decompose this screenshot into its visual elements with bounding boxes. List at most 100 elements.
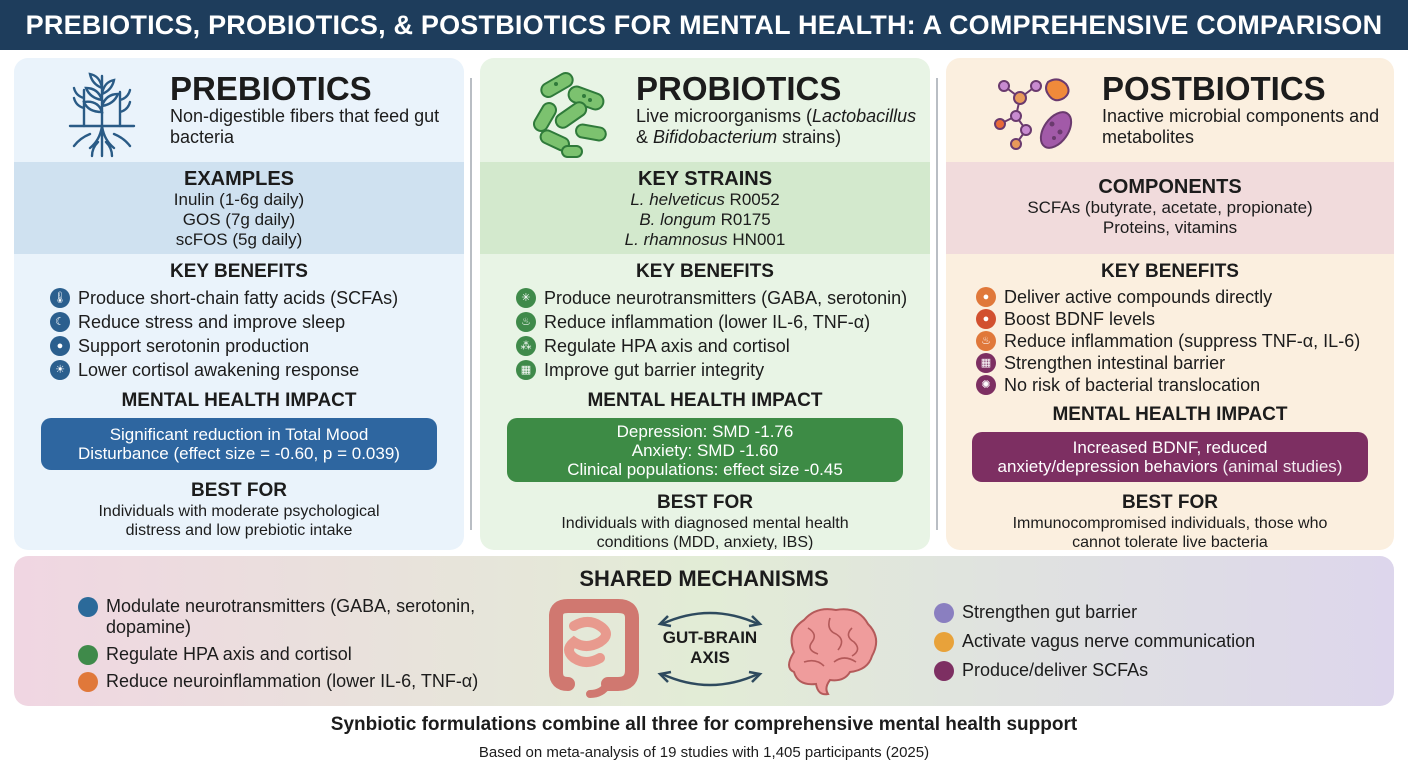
prebiotics-column: PREBIOTICS Non-digestible fibers that fe… — [14, 58, 464, 550]
subtitle-genus: Lactobacillus — [812, 106, 917, 126]
prebiotics-header: PREBIOTICS Non-digestible fibers that fe… — [14, 58, 464, 162]
pill-icon: ● — [50, 336, 70, 356]
virus-icon: ✺ — [976, 375, 996, 395]
mechanism-text: Produce/deliver SCFAs — [962, 660, 1149, 680]
best-for-line: Immunocompromised individuals, those who — [1012, 515, 1328, 532]
page-title: PREBIOTICS, PROBIOTICS, & POSTBIOTICS FO… — [0, 0, 1408, 50]
benefits-heading: KEY BENEFITS — [170, 261, 308, 282]
impact-heading: MENTAL HEALTH IMPACT — [121, 390, 357, 411]
plant-roots-icon — [68, 72, 136, 158]
example-item: scFOS (5g daily) — [175, 230, 303, 249]
list-item: Reduce neuroinflammation (lower IL-6, TN… — [78, 671, 518, 692]
barrier-icon: ▦ — [516, 360, 536, 380]
axis-label-line: GUT-BRAIN — [662, 628, 758, 647]
list-item: ▦Improve gut barrier integrity — [516, 358, 930, 382]
strain-name: L. helveticus — [630, 190, 725, 209]
strain-code: R0052 — [724, 190, 780, 209]
benefits-heading: KEY BENEFITS — [636, 261, 774, 282]
probiotics-column: PROBIOTICS Live microorganisms (Lactobac… — [480, 58, 930, 550]
impact-line: Increased BDNF, reduced — [1072, 438, 1268, 457]
impact-line: Anxiety: SMD -1.60 — [631, 440, 779, 460]
example-item: GOS (7g daily) — [182, 210, 296, 229]
benefit-text: Reduce inflammation (lower IL-6, TNF-α) — [544, 312, 871, 332]
component-item: Proteins, vitamins — [1102, 218, 1238, 237]
network-icon: ⁂ — [516, 336, 536, 356]
postbiotics-column: POSTBIOTICS Inactive microbial component… — [946, 58, 1394, 550]
impact-box: Depression: SMD -1.76 Anxiety: SMD -1.60… — [507, 418, 903, 482]
list-item: Modulate neurotransmitters (GABA, seroto… — [78, 596, 518, 638]
list-item: 🌡 Produce short-chain fatty acids (SCFAs) — [50, 286, 464, 310]
benefits-list: ✳ Produce neurotransmitters (GABA, seroto… — [480, 286, 930, 382]
components-band: COMPONENTS SCFAs (butyrate, acetate, pro… — [946, 162, 1394, 254]
bacteria-icon — [533, 72, 607, 158]
examples-band: EXAMPLES Inulin (1-6g daily) GOS (7g dai… — [14, 162, 464, 254]
brain-icon — [788, 608, 878, 696]
shared-heading: SHARED MECHANISMS — [579, 566, 829, 591]
components-heading: COMPONENTS — [1098, 176, 1242, 198]
list-item: Activate vagus nerve communication — [934, 631, 1374, 652]
strains-heading: KEY STRAINS — [637, 168, 773, 190]
component-item: SCFAs (butyrate, acetate, propionate) — [1027, 198, 1313, 217]
list-item: ☀Lower cortisol awakening response — [50, 358, 464, 382]
postbiotics-subtitle: Inactive microbial components and metabo… — [1102, 106, 1380, 147]
sunrise-icon: ☀ — [50, 360, 70, 380]
strain-code: HN001 — [727, 230, 786, 249]
postbiotics-header: POSTBIOTICS Inactive microbial component… — [946, 58, 1394, 162]
best-for-heading: BEST FOR — [190, 480, 288, 501]
benefits-list: ●Deliver active compounds directly ●Boos… — [946, 286, 1394, 396]
impact-line: Significant reduction in Total Mood — [109, 425, 369, 444]
probiotics-title: PROBIOTICS — [636, 70, 842, 107]
strain-code: R0175 — [715, 210, 771, 229]
impact-text: anxiety/depression behaviors — [997, 457, 1218, 476]
list-item: Produce/deliver SCFAs — [934, 660, 1374, 681]
best-for-line: cannot tolerate live bacteria — [1072, 534, 1268, 550]
arrow-right-icon — [657, 611, 763, 628]
neuron-icon: ✳ — [516, 288, 536, 308]
benefit-text: Produce neurotransmitters (GABA, seroton… — [544, 288, 908, 308]
impact-line: anxiety/depression behaviors (animal stu… — [972, 457, 1368, 476]
footer-summary: Synbiotic formulations combine all three… — [330, 714, 1078, 735]
divider — [470, 78, 472, 530]
examples-heading: EXAMPLES — [183, 168, 295, 190]
subtitle-genus: Bifidobacterium — [653, 127, 778, 147]
list-item: ✺ No risk of bacterial translocation — [976, 374, 1394, 396]
prebiotics-subtitle: Non-digestible fibers that feed gut bact… — [170, 106, 440, 147]
flame-icon: ♨ — [516, 312, 536, 332]
neuron-icon — [78, 597, 98, 617]
strains-band: KEY STRAINS L. helveticus R0052 B. longu… — [480, 162, 930, 254]
impact-box: Significant reduction in Total Mood Dist… — [41, 418, 437, 470]
impact-line: Depression: SMD -1.76 — [616, 421, 794, 441]
benefit-text: Produce short-chain fatty acids (SCFAs) — [78, 288, 399, 308]
list-item: ☾Reduce stress and improve sleep — [50, 310, 464, 334]
mechanisms-left-list: Modulate neurotransmitters (GABA, seroto… — [78, 596, 518, 698]
probiotics-subtitle: Live microorganisms (Lactobacillus & Bif… — [636, 106, 926, 148]
strain-item: L. helveticus R0052 — [480, 190, 930, 210]
molecule-icon — [934, 661, 954, 681]
benefit-text: Deliver active compounds directly — [1004, 287, 1273, 307]
benefit-text: No risk of bacterial translocation — [1004, 375, 1261, 395]
molecules-icon — [994, 78, 1073, 150]
list-item: Strengthen gut barrier — [934, 602, 1374, 623]
subtitle-text: strains) — [777, 127, 842, 147]
best-for-heading: BEST FOR — [1121, 492, 1219, 513]
footer-source: Based on meta-analysis of 19 studies wit… — [478, 744, 930, 761]
mechanism-text: Strengthen gut barrier — [962, 602, 1138, 622]
best-for-line: Individuals with diagnosed mental health — [561, 515, 849, 532]
list-item: ♨ Reduce inflammation (suppress TNF-α, IL… — [976, 330, 1394, 352]
shared-mechanisms-panel: SHARED MECHANISMS Modulate neurotransmit… — [14, 556, 1394, 706]
thermometer-icon: 🌡 — [50, 288, 70, 308]
mechanisms-right-list: Strengthen gut barrier Activate vagus ne… — [934, 602, 1374, 689]
benefit-text: Reduce inflammation (suppress TNF-α, IL-… — [1004, 331, 1361, 351]
list-item: ▦Strengthen intestinal barrier — [976, 352, 1394, 374]
benefit-text: Reduce stress and improve sleep — [78, 312, 346, 332]
postbiotics-title: POSTBIOTICS — [1102, 70, 1326, 107]
list-item: ●Support serotonin production — [50, 334, 464, 358]
strain-item: B. longum R0175 — [480, 210, 930, 230]
mechanism-text: Regulate HPA axis and cortisol — [106, 644, 352, 664]
network-icon — [78, 645, 98, 665]
mechanism-text: Modulate neurotransmitters (GABA, seroto… — [106, 596, 476, 637]
flame-icon: ♨ — [976, 331, 996, 351]
axis-label-line: AXIS — [690, 648, 730, 667]
benefits-heading: KEY BENEFITS — [1101, 261, 1239, 282]
impact-line: Clinical populations: effect size -0.45 — [567, 459, 843, 479]
